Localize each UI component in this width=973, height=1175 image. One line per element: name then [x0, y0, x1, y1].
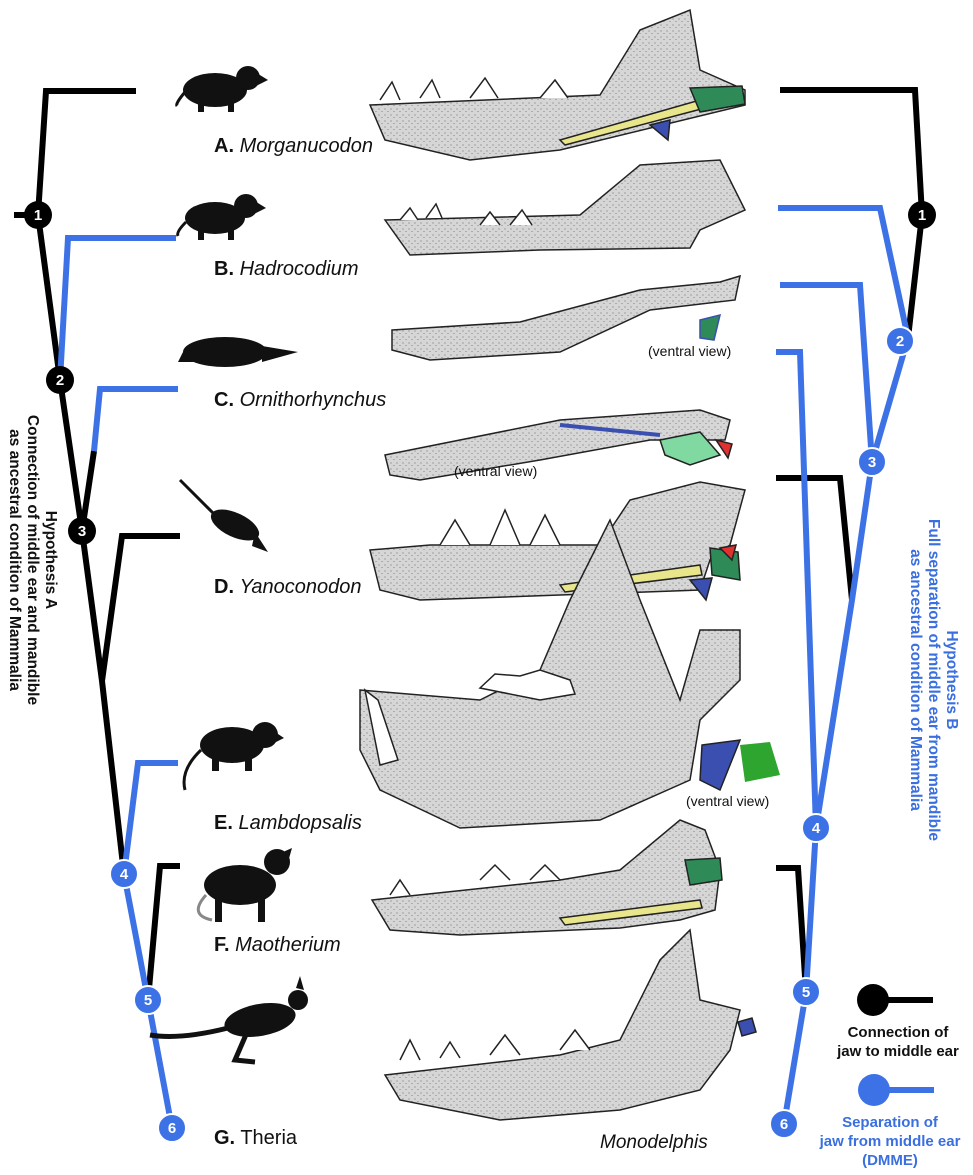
left-branch-yanoconodon — [102, 536, 180, 681]
platypus-silhouette-icon — [178, 337, 298, 367]
left-node-3: 3 — [68, 517, 96, 545]
hypothesis-a-title: Hypothesis A — [41, 390, 59, 730]
svg-text:2: 2 — [56, 372, 64, 389]
blue-filled-node-icon — [858, 1074, 934, 1106]
left-branch-lambdopsalis — [124, 763, 178, 874]
svg-text:1: 1 — [34, 207, 42, 224]
legend-separation-text: Separation of jaw from middle ear (DMME) — [812, 1113, 968, 1170]
svg-text:4: 4 — [120, 866, 129, 883]
hypothesis-b-line1: Full separation of middle ear from mandi… — [924, 490, 942, 870]
svg-text:2: 2 — [896, 333, 904, 350]
right-branch-yanoconodon — [776, 478, 852, 600]
left-branch-ornithorhynchus — [94, 389, 178, 451]
hypothesis-b-block: Hypothesis B Full separation of middle e… — [960, 490, 970, 500]
svg-text:6: 6 — [168, 1120, 176, 1137]
right-branch-morganucodon — [780, 90, 922, 215]
yanoconodon-silhouette-icon — [180, 480, 268, 552]
hypothesis-b-line2: as ancestral condition of Mammalia — [906, 490, 924, 870]
left-node-5: 5 — [134, 986, 162, 1014]
lambdopsalis-silhouette-icon — [184, 722, 284, 790]
right-node-1: 1 — [908, 201, 936, 229]
specimen-note-monodelphis: Monodelphis — [600, 1132, 708, 1154]
jaw-hadrocodium — [385, 160, 745, 255]
svg-text:1: 1 — [918, 207, 926, 224]
left-tree — [38, 91, 180, 1128]
left-node-6: 6 — [158, 1114, 186, 1142]
jaw-maotherium — [372, 820, 722, 935]
right-branch-stem-upper — [908, 215, 922, 338]
taxon-label-e: E. Lambdopsalis — [214, 812, 362, 835]
hypothesis-a-block: Hypothesis A Connection of middle ear an… — [25, 560, 35, 570]
view-note-c-upper: (ventral view) — [648, 343, 731, 359]
jaw-yanoconodon — [370, 482, 745, 600]
svg-text:3: 3 — [78, 523, 86, 540]
left-branch-morganucodon — [38, 91, 136, 215]
right-branch-ornithorhynchus — [780, 285, 872, 462]
left-branch-maotherium — [148, 866, 180, 1000]
right-node-5: 5 — [792, 978, 820, 1006]
hadrocodium-silhouette-icon — [178, 194, 266, 240]
right-branch-hadrocodium — [778, 208, 908, 338]
left-node-1: 1 — [24, 201, 52, 229]
jaw-ornithorhynchus-2 — [385, 410, 732, 480]
right-node-6: 6 — [770, 1110, 798, 1138]
svg-text:6: 6 — [780, 1116, 788, 1133]
svg-text:3: 3 — [868, 454, 876, 471]
left-branch-hadrocodium — [60, 238, 176, 380]
right-node-4: 4 — [802, 814, 830, 842]
maotherium-silhouette-icon — [198, 848, 292, 922]
taxon-label-g: G. Theria — [214, 1127, 297, 1150]
jaw-morganucodon — [370, 10, 745, 160]
jaw-monodelphis — [385, 930, 756, 1120]
right-node-2: 2 — [886, 327, 914, 355]
view-note-c-lower: (ventral view) — [454, 463, 537, 479]
hypothesis-a-line2: as ancestral condition of Mammalia — [5, 390, 23, 730]
black-filled-node-icon — [857, 984, 933, 1016]
right-node-3: 3 — [858, 448, 886, 476]
right-branch-maotherium — [776, 868, 806, 992]
svg-text:5: 5 — [802, 984, 810, 1001]
taxon-label-b: B. Hadrocodium — [214, 258, 359, 281]
view-note-e: (ventral view) — [686, 793, 769, 809]
jaws — [360, 10, 780, 1120]
svg-text:5: 5 — [144, 992, 152, 1009]
silhouettes — [150, 66, 308, 1062]
taxon-label-c: C. Ornithorhynchus — [214, 389, 386, 412]
morganucodon-silhouette-icon — [177, 66, 268, 112]
taxon-label-f: F. Maotherium — [214, 934, 341, 957]
right-tree — [776, 90, 922, 1124]
left-node-4: 4 — [110, 860, 138, 888]
taxon-label-a: A. Morganucodon — [214, 135, 373, 158]
hypothesis-b-title: Hypothesis B — [942, 490, 960, 870]
taxon-label-d: D. Yanoconodon — [214, 576, 362, 599]
right-branch-lambdopsalis — [776, 352, 816, 828]
hypothesis-a-line1: Connection of middle ear and mandible — [23, 390, 41, 730]
svg-text:4: 4 — [812, 820, 821, 837]
kangaroo-silhouette-icon — [150, 976, 308, 1062]
legend-connection-text: Connection of jaw to middle ear — [828, 1023, 968, 1061]
